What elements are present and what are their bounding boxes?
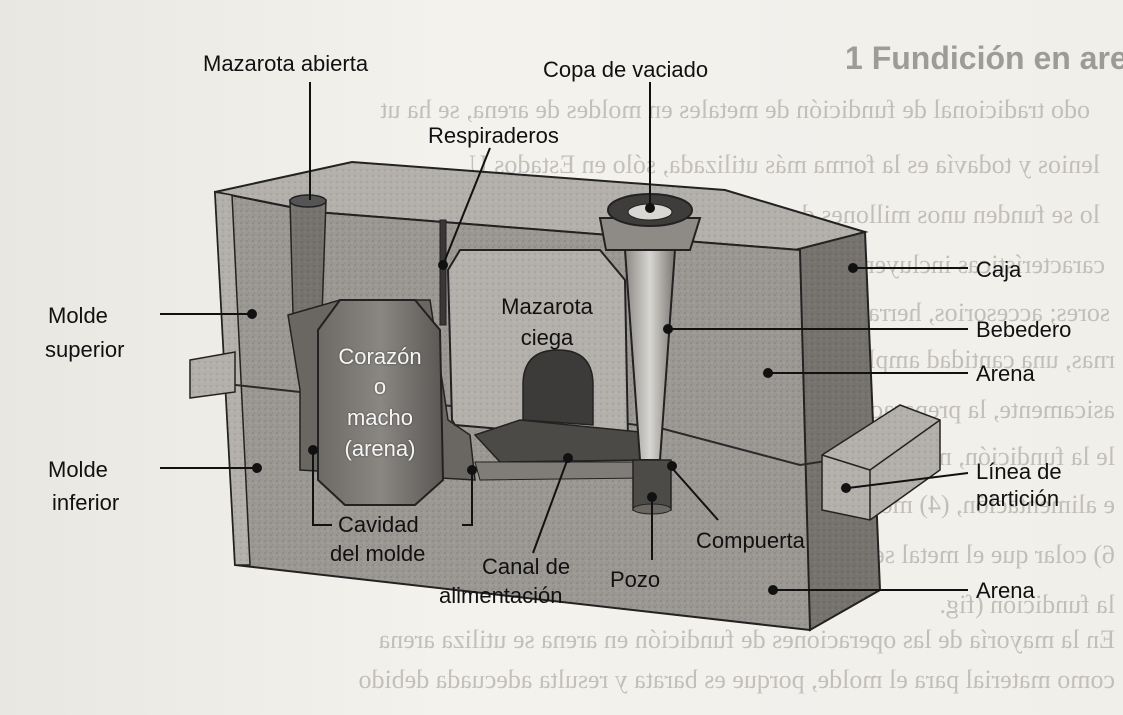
- label-arena-bottom: Arena: [976, 578, 1035, 603]
- label-respiraderos: Respiraderos: [428, 123, 559, 148]
- label-molde-inferior-2: inferior: [52, 490, 120, 515]
- label-cavidad-1: Cavidad: [338, 512, 419, 537]
- label-mazarota-abierta: Mazarota abierta: [203, 51, 369, 76]
- label-arena-top: Arena: [976, 361, 1035, 386]
- background-heading: 1 Fundición en arena: [845, 40, 1123, 76]
- core: [317, 299, 445, 506]
- label-linea-particion-2: partición: [976, 486, 1060, 511]
- label-canal-2: alimentación: [439, 583, 563, 608]
- open-riser-top: [289, 194, 327, 208]
- label-mazarota-ciega-1: Mazarota: [501, 294, 593, 319]
- label-corazon-4: (arena): [344, 436, 416, 461]
- label-corazon-1: Corazón: [338, 344, 422, 369]
- label-bebedero: Bebedero: [976, 317, 1072, 342]
- vent: [439, 219, 447, 326]
- label-copa-de-vaciado: Copa de vaciado: [543, 57, 709, 82]
- open-riser: [289, 199, 327, 316]
- label-cavidad-2: del molde: [330, 541, 426, 566]
- blind-riser-arch: [522, 349, 594, 426]
- label-molde-inferior-1: Molde: [48, 457, 108, 482]
- label-molde-superior-1: Molde: [48, 303, 108, 328]
- label-canal-1: Canal de: [482, 554, 571, 579]
- label-compuerta: Compuerta: [696, 528, 805, 553]
- label-mazarota-ciega-2: ciega: [520, 325, 574, 350]
- leader-lines: [160, 82, 969, 595]
- label-caja: Caja: [976, 257, 1022, 282]
- label-pozo: Pozo: [610, 567, 661, 592]
- label-corazon-2: o: [373, 374, 387, 399]
- label-molde-superior-2: superior: [45, 337, 125, 362]
- label-corazon-3: macho: [346, 405, 414, 430]
- left-pin-block: [189, 351, 236, 399]
- label-linea-particion-1: Línea de: [976, 459, 1062, 484]
